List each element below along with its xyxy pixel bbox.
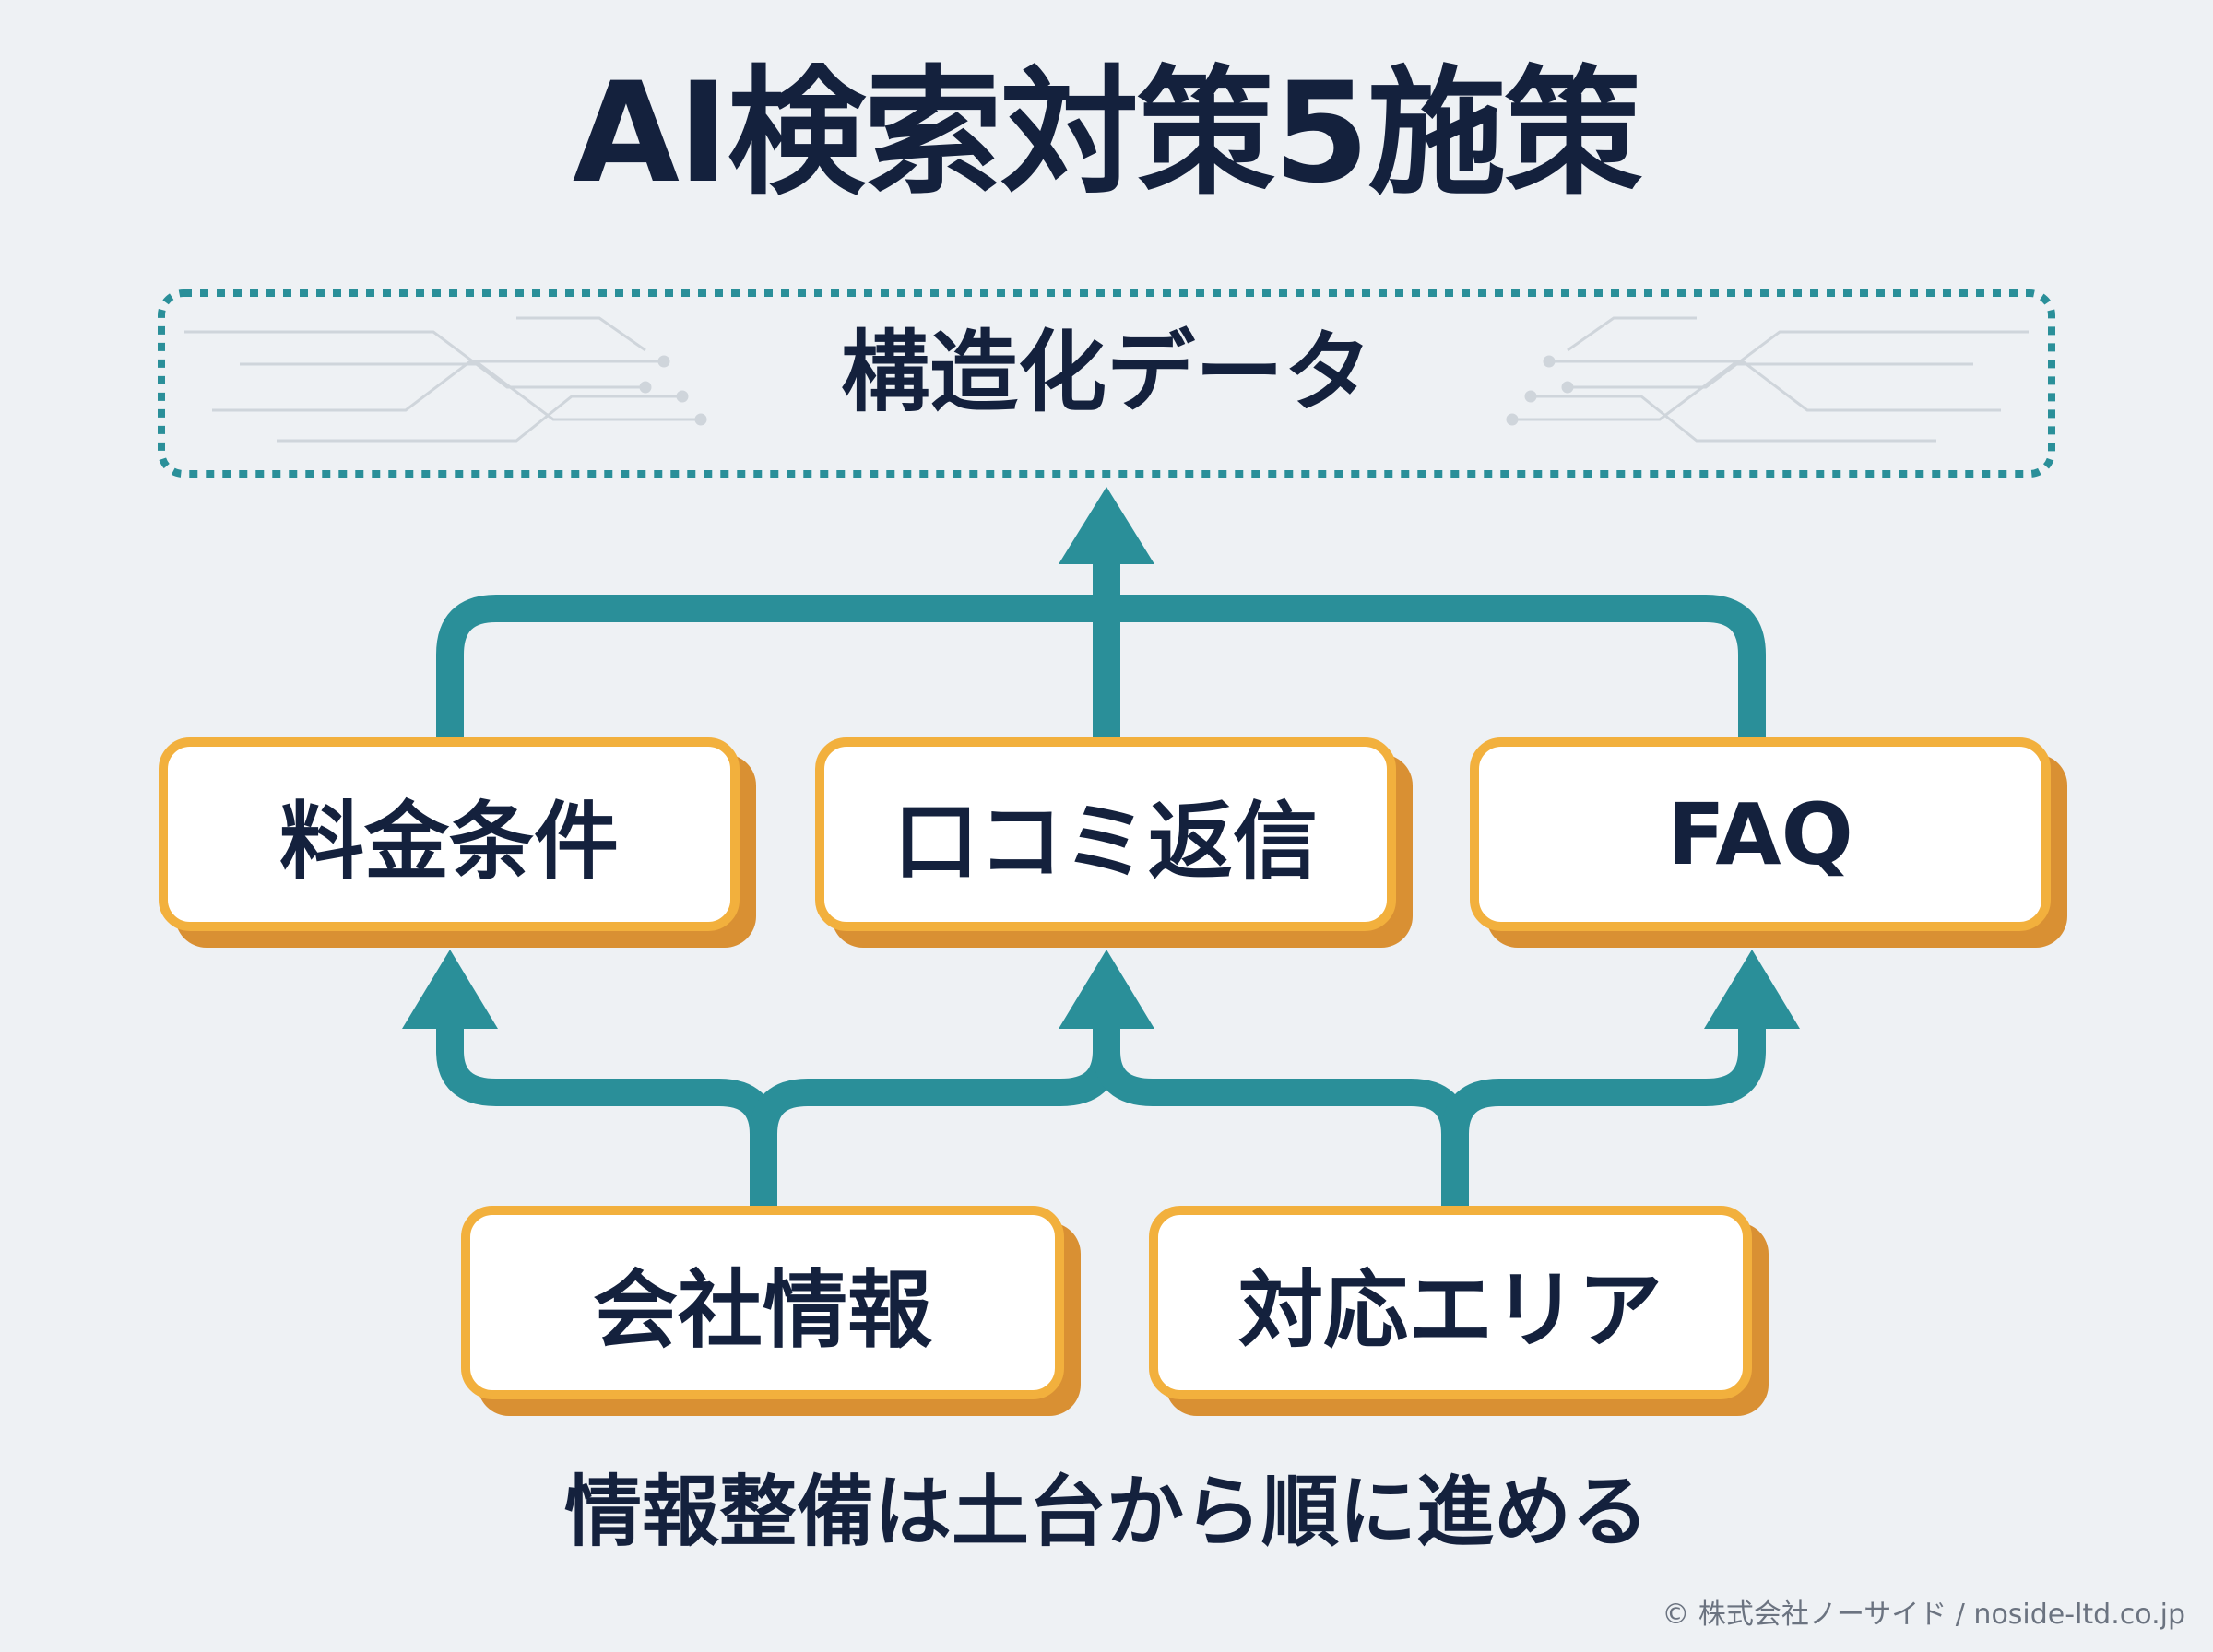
- box-company-info-label: 会社情報: [592, 1260, 932, 1360]
- structured-data-label: 構造化データ: [841, 321, 1372, 424]
- circuit-decoration-left: [184, 316, 707, 442]
- upper-connector: [436, 562, 1766, 738]
- box-faq: FAQ: [1470, 738, 2051, 931]
- box-service-area: 対応エリア: [1149, 1206, 1752, 1399]
- circuit-decoration-right: [1506, 316, 2029, 442]
- footer-caption: 情報整備は土台から順に進める: [563, 1467, 1649, 1557]
- page-title: AI検索対策5施策: [572, 53, 1642, 214]
- box-pricing: 料金条件: [159, 738, 740, 931]
- arrow-up-to-structured-data: [1059, 487, 1154, 564]
- structured-data-band: [158, 289, 2055, 478]
- box-reviews-label: 口コミ返信: [893, 792, 1318, 891]
- box-reviews: 口コミ返信: [815, 738, 1396, 931]
- arrow-up-to-pricing: [402, 950, 498, 1029]
- box-service-area-label: 対応エリア: [1237, 1260, 1663, 1360]
- box-faq-label: FAQ: [1667, 785, 1853, 884]
- copyright-notice: © 株式会社ノーサイド / noside-ltd.co.jp: [1662, 1599, 2185, 1631]
- arrow-up-to-reviews: [1059, 950, 1154, 1029]
- box-company-info: 会社情報: [461, 1206, 1064, 1399]
- lower-connector: [436, 1023, 1766, 1208]
- arrow-up-to-faq: [1704, 950, 1800, 1029]
- box-pricing-label: 料金条件: [278, 792, 619, 891]
